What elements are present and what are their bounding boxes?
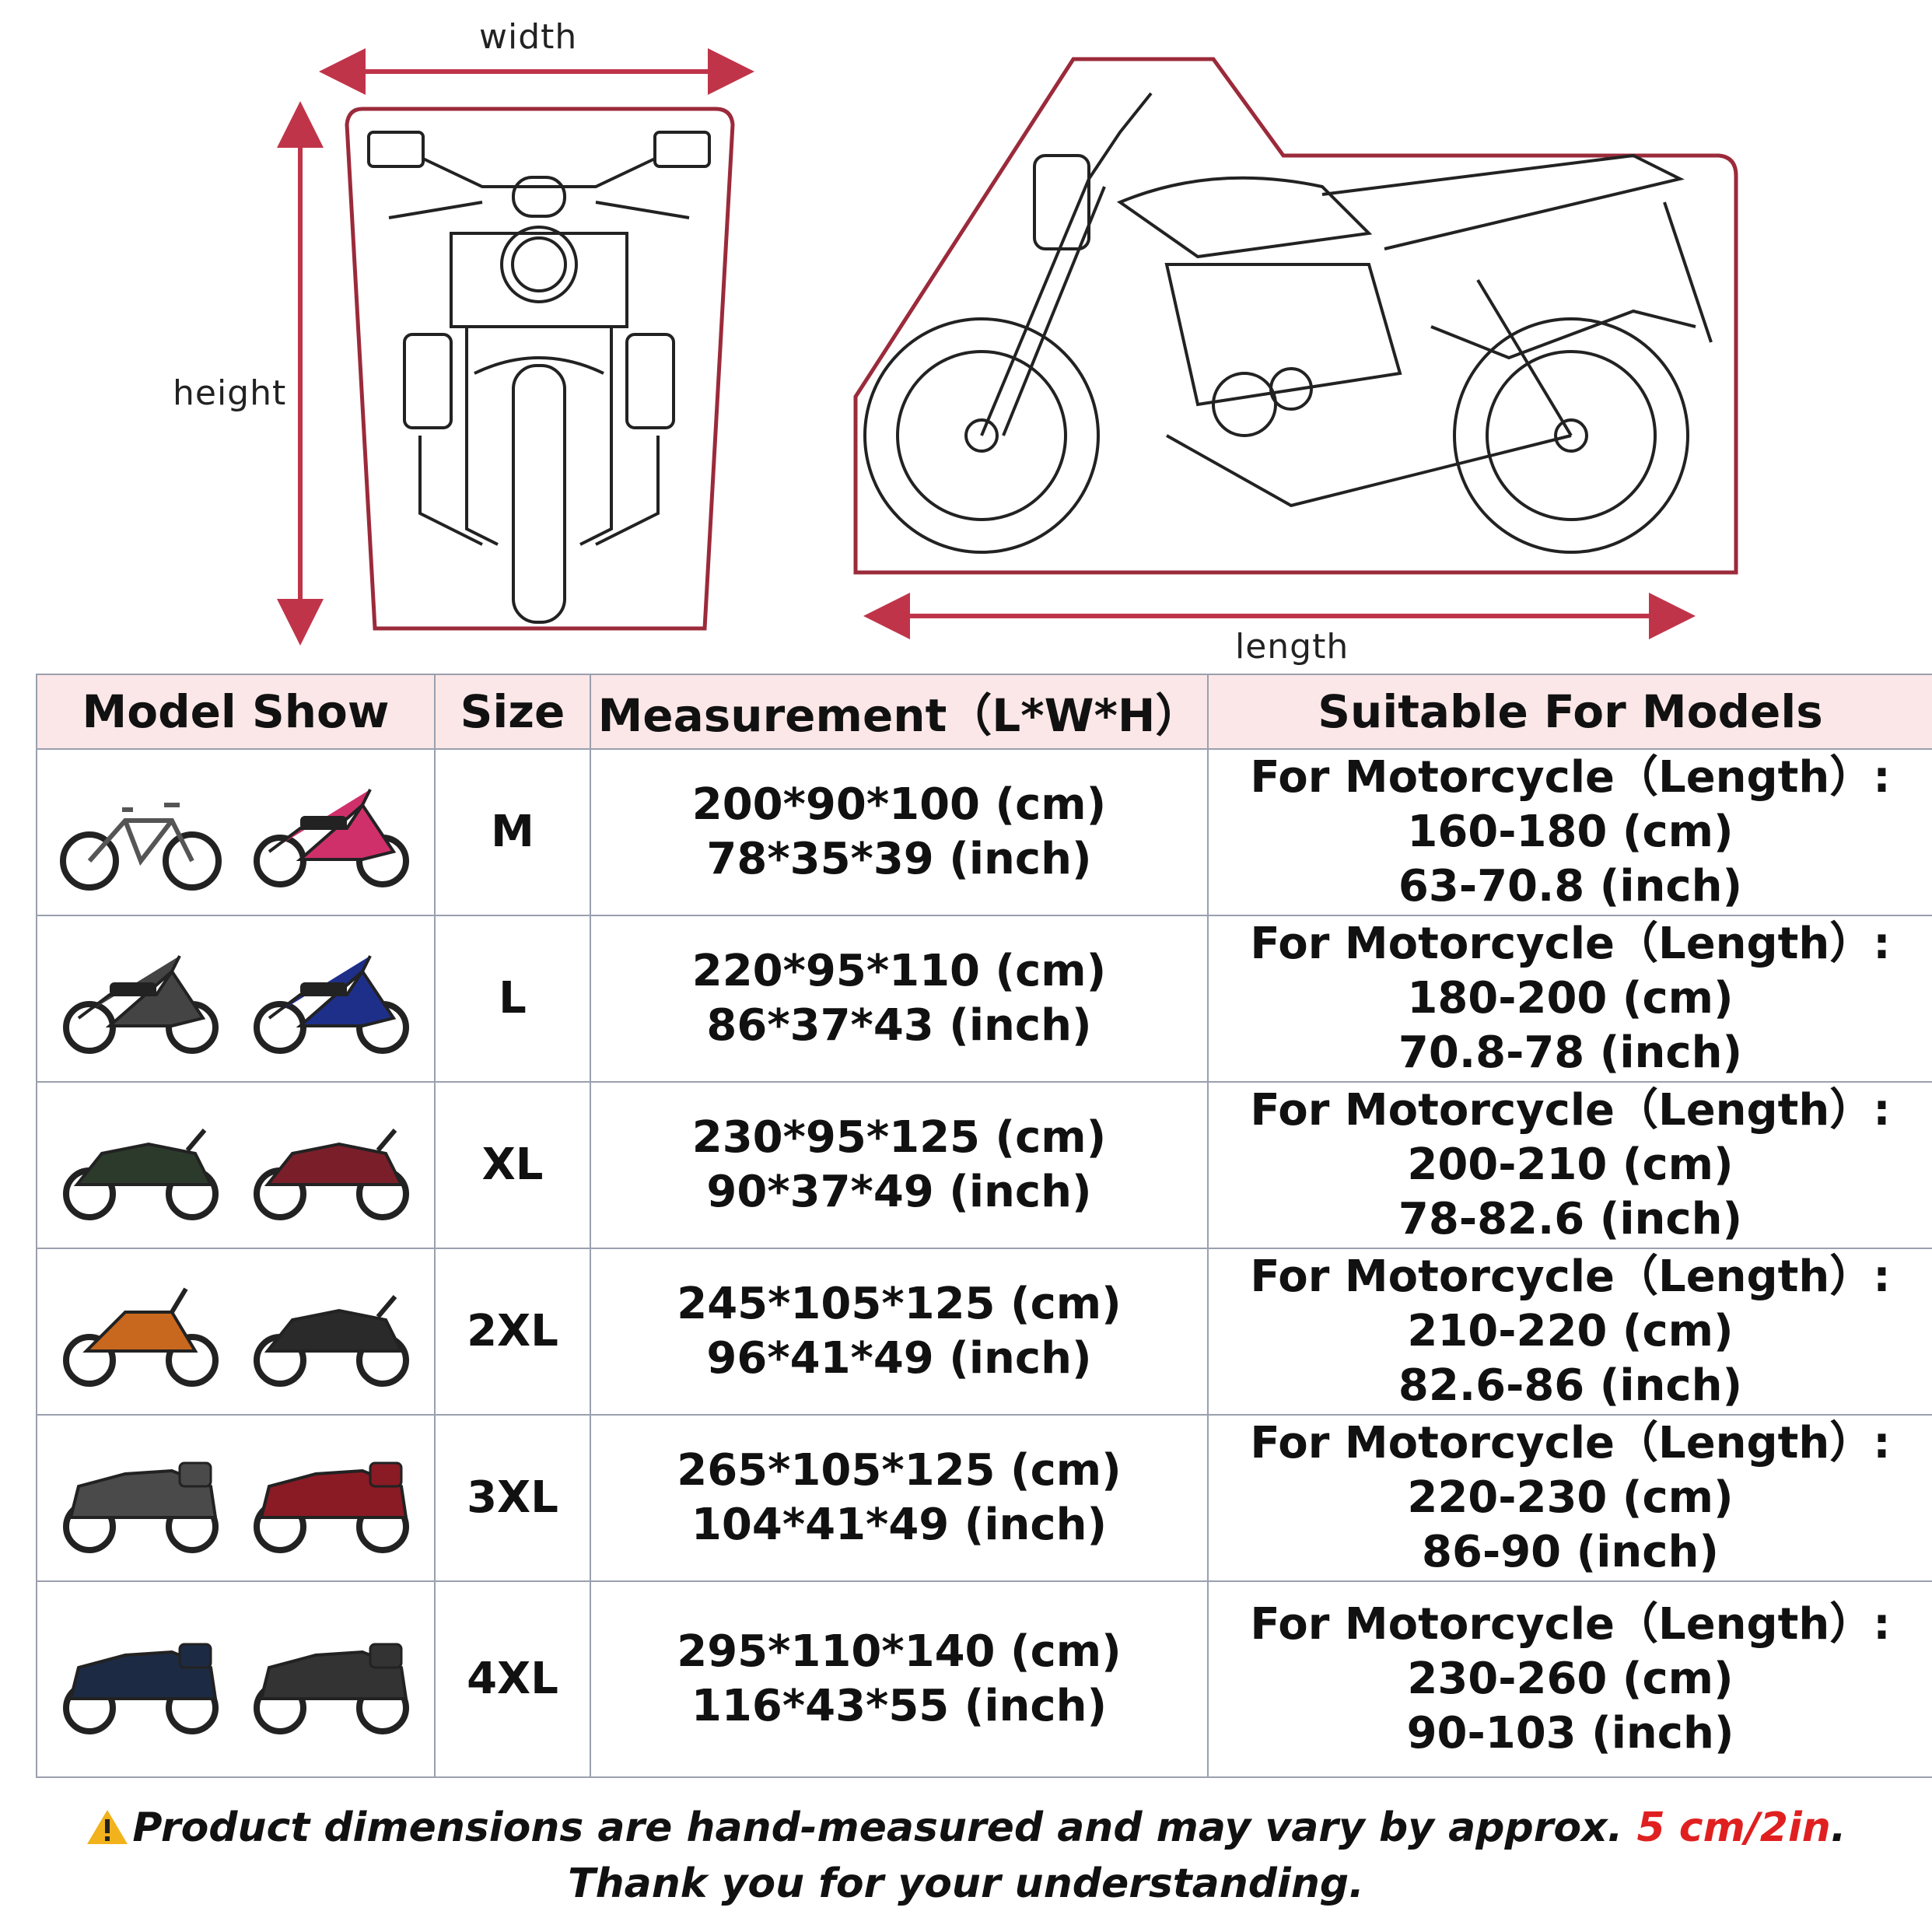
measurement-cell: 200*90*100 (cm)78*35*39 (inch): [590, 748, 1209, 916]
dimension-diagram: width height length: [0, 0, 1932, 669]
model-thumbnails: [37, 1107, 434, 1223]
suit-title: For Motorcycle（Length）:: [1250, 1251, 1891, 1302]
measurement-inch: 86*37*43 (inch): [706, 1000, 1092, 1051]
dirtbike-icon: [62, 1287, 219, 1387]
sportbike-icon: [253, 1129, 409, 1220]
measurement-cell: 230*95*125 (cm)90*37*49 (inch): [590, 1081, 1209, 1249]
measurement-cm: 265*105*125 (cm): [677, 1445, 1122, 1496]
model-thumbnails: [37, 940, 434, 1057]
front-motorcycle-icon: [367, 131, 711, 624]
disclaimer-text: Product dimensions are hand-measured and…: [132, 1804, 1623, 1851]
moped-icon: [62, 955, 219, 1054]
bicycle-icon: [59, 803, 222, 891]
measurement-cell: 265*105*125 (cm)104*41*49 (inch): [590, 1414, 1209, 1582]
suit-cm: 200-210 (cm): [1407, 1139, 1734, 1190]
header-measurement: Measurement（L*W*H）: [590, 674, 1209, 750]
model-show-cell: [36, 915, 436, 1083]
scooter-icon: [253, 955, 409, 1054]
table-header-row: Model Show Size Measurement（L*W*H） Suita…: [36, 674, 1932, 750]
size-cell: M: [434, 748, 591, 916]
model-thumbnails: [37, 774, 434, 891]
touring-icon: [253, 1461, 409, 1553]
header-size: Size: [434, 674, 591, 750]
size-cell: 3XL: [434, 1414, 591, 1582]
measurement-inch: 90*37*49 (inch): [706, 1167, 1092, 1217]
suitable-models-cell: For Motorcycle（Length）:210-220 (cm)82.6-…: [1207, 1248, 1932, 1416]
model-show-cell: [36, 1414, 436, 1582]
suit-title: For Motorcycle（Length）:: [1250, 919, 1891, 969]
length-label: length: [1235, 627, 1349, 667]
header-model-show: Model Show: [36, 674, 436, 750]
size-cell: 4XL: [434, 1580, 591, 1778]
suit-inch: 86-90 (inch): [1422, 1527, 1719, 1577]
model-show-cell: [36, 748, 436, 916]
measurement-inch: 116*43*55 (inch): [691, 1681, 1108, 1731]
touring-icon: [253, 1643, 409, 1734]
suitable-models-cell: For Motorcycle（Length）:160-180 (cm)63-70…: [1207, 748, 1932, 916]
disclaimer-line-2: Thank you for your understanding.: [568, 1860, 1364, 1907]
suit-title: For Motorcycle（Length）:: [1250, 752, 1891, 803]
model-show-cell: [36, 1580, 436, 1778]
disclaimer-line-1: Product dimensions are hand-measured and…: [0, 1804, 1932, 1851]
header-suitable-models: Suitable For Models: [1207, 674, 1932, 750]
suit-cm: 210-220 (cm): [1407, 1306, 1734, 1356]
front-cover-outline: [345, 107, 735, 631]
measurement-cell: 245*105*125 (cm)96*41*49 (inch): [590, 1248, 1209, 1416]
height-label: height: [173, 373, 287, 413]
model-thumbnails: [37, 1440, 434, 1556]
suitable-models-cell: For Motorcycle（Length）:230-260 (cm)90-10…: [1207, 1580, 1932, 1778]
sportbike-icon: [253, 1295, 409, 1387]
suit-cm: 220-230 (cm): [1407, 1472, 1734, 1523]
suitable-models-cell: For Motorcycle（Length）:200-210 (cm)78-82…: [1207, 1081, 1932, 1249]
suitable-models-cell: For Motorcycle（Length）:180-200 (cm)70.8-…: [1207, 915, 1932, 1083]
size-cell: XL: [434, 1081, 591, 1249]
measurement-inch: 96*41*49 (inch): [706, 1333, 1092, 1384]
warning-icon: [87, 1810, 128, 1844]
tolerance-highlight: 5 cm/2in: [1636, 1804, 1831, 1851]
model-show-cell: [36, 1248, 436, 1416]
suit-title: For Motorcycle（Length）:: [1250, 1418, 1891, 1468]
size-cell: L: [434, 915, 591, 1083]
model-show-cell: [36, 1081, 436, 1249]
disclaimer-period: .: [1830, 1804, 1846, 1851]
measurement-cm: 245*105*125 (cm): [677, 1279, 1122, 1329]
cruiser-icon: [62, 1643, 219, 1734]
width-label: width: [479, 17, 578, 57]
measurement-cell: 220*95*110 (cm)86*37*43 (inch): [590, 915, 1209, 1083]
suit-inch: 70.8-78 (inch): [1398, 1027, 1743, 1078]
suit-cm: 160-180 (cm): [1407, 807, 1734, 857]
suit-title: For Motorcycle（Length）:: [1250, 1599, 1891, 1650]
model-thumbnails: [37, 1273, 434, 1390]
size-cell: 2XL: [434, 1248, 591, 1416]
measurement-inch: 78*35*39 (inch): [706, 834, 1092, 884]
measurement-cm: 230*95*125 (cm): [691, 1112, 1107, 1163]
suit-inch: 82.6-86 (inch): [1398, 1360, 1743, 1411]
measurement-cell: 295*110*140 (cm)116*43*55 (inch): [590, 1580, 1209, 1778]
dimension-diagram-svg: [277, 48, 1738, 646]
measurement-cm: 295*110*140 (cm): [677, 1626, 1122, 1677]
suit-inch: 78-82.6 (inch): [1398, 1194, 1743, 1244]
suit-title: For Motorcycle（Length）:: [1250, 1085, 1891, 1136]
suit-cm: 180-200 (cm): [1407, 973, 1734, 1024]
measurement-inch: 104*41*49 (inch): [691, 1500, 1108, 1550]
size-table: Model Show Size Measurement（L*W*H） Suita…: [36, 674, 1932, 1778]
scooter-icon: [253, 789, 409, 887]
side-motorcycle-icon: [863, 92, 1713, 554]
sportbike-icon: [62, 1129, 219, 1220]
suitable-models-cell: For Motorcycle（Length）:220-230 (cm)86-90…: [1207, 1414, 1932, 1582]
touring-icon: [62, 1461, 219, 1553]
measurement-cm: 220*95*110 (cm): [691, 946, 1107, 996]
suit-inch: 63-70.8 (inch): [1398, 861, 1743, 912]
model-thumbnails: [37, 1621, 434, 1738]
suit-inch: 90-103 (inch): [1406, 1708, 1734, 1759]
side-cover-outline: [853, 57, 1738, 575]
measurement-cm: 200*90*100 (cm): [691, 779, 1107, 830]
suit-cm: 230-260 (cm): [1407, 1654, 1734, 1704]
